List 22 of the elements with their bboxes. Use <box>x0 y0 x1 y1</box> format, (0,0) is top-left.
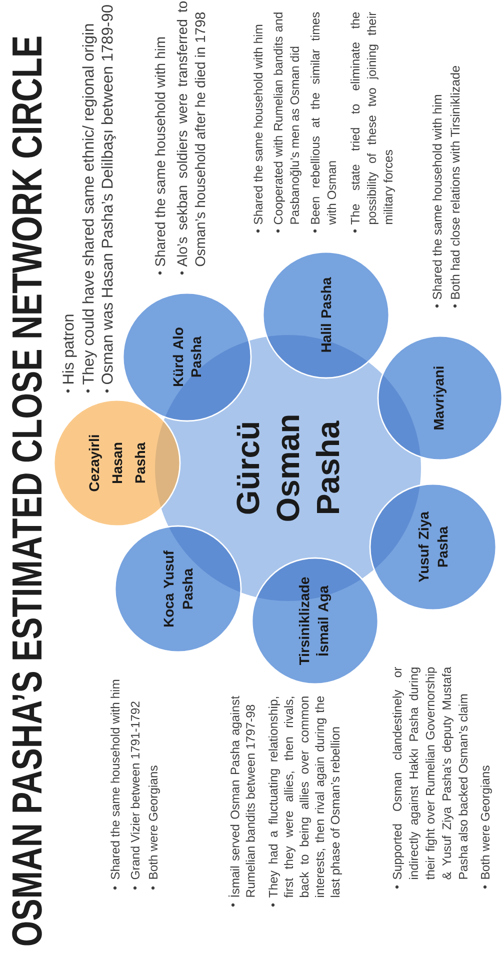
bullet-text: Shared the same household with him <box>432 94 442 300</box>
bullet-text: Shared the same household with him <box>154 37 166 266</box>
bullet-text: They could have shared same ethnic/ regional origin <box>82 24 97 384</box>
circle-node: Koca Yusuf Pasha <box>114 525 242 653</box>
bullet-text: Shared the same household with him <box>254 24 263 224</box>
bullet-text: They had a fluctuating relationship, first they were allies, then rivals, back to being allies over common interests, then rival again during the last phase of Osman’s rebellion <box>268 696 342 898</box>
bullet-text: Osman was Hasan Pasha’s Delilbaşı between 1789-90 <box>101 5 116 384</box>
bullet-text: His patron <box>62 314 77 384</box>
bullet-text: Both were Georgians <box>148 766 160 879</box>
node-label: Cezayirli Hasan Pasha <box>88 435 146 492</box>
title: OSMAN PASHA’S ESTIMATED CLOSE NETWORK CIRCLE <box>12 36 42 946</box>
bullet-text: Been rebellious at the similar times with Osman <box>310 12 336 225</box>
node-label: Mavriyani <box>433 366 447 430</box>
bullet-text: Shared the same household with him <box>110 680 120 880</box>
bullet-text: Grand Vizier between 1791-1792 <box>130 702 140 880</box>
bullet-text: Both were Georgians <box>480 766 492 879</box>
bullet-text: Alo’s sekban soldiers were transferred to Osman’s household after he died in 1798 <box>176 1 206 267</box>
bullet-text: Cooperated with Rumelian bandits and Pasbanoğlu’s men as Osman did <box>274 12 302 224</box>
bullet-text: İsmail served Osman Pasha against Rumelian bandits between 1797-98 <box>228 696 255 897</box>
bullet-text: Both had close relations with Tirsiniklizade <box>450 66 460 299</box>
bullet-text: The state tried to eliminate the possibility of these two joining their military forces <box>350 12 395 225</box>
node-label: Pasha <box>437 526 448 567</box>
